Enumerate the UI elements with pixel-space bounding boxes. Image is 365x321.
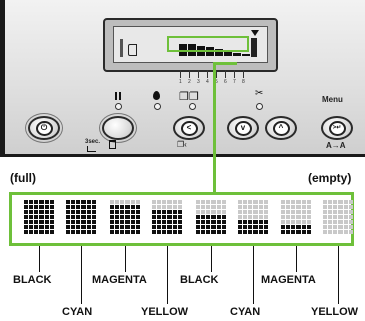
slot-tick — [216, 70, 217, 78]
enter-icon: >↵ — [328, 120, 346, 136]
label-leader — [167, 246, 168, 304]
connector-line-top — [216, 62, 237, 65]
ink-label-5: BLACK — [180, 274, 219, 286]
slot-number: 1 — [179, 79, 182, 85]
ink-label-7: MAGENTA — [261, 274, 316, 286]
label-leader — [253, 246, 254, 304]
label-leader — [125, 246, 126, 272]
pause-icon — [115, 92, 121, 100]
up-button[interactable]: ^ — [265, 116, 297, 140]
pause-led — [115, 103, 122, 110]
ink-level-icon — [152, 200, 182, 234]
paper-source-icon — [128, 44, 137, 56]
slot-number: 2 — [188, 79, 191, 85]
slot-number: 6 — [224, 79, 227, 85]
slot-number: 7 — [233, 79, 236, 85]
label-leader — [39, 246, 40, 272]
label-leader — [338, 246, 339, 304]
slot-tick — [234, 70, 235, 78]
full-label: (full) — [10, 171, 36, 185]
left-arrow-icon: < — [180, 120, 198, 136]
power-icon: ⏻ — [35, 120, 53, 136]
connector-line — [213, 62, 216, 193]
up-arrow-icon: ^ — [272, 120, 290, 136]
label-leader — [296, 246, 297, 272]
slot-tick — [189, 70, 190, 78]
cutter-icon: ✂ — [255, 88, 264, 99]
ink-label-1: BLACK — [13, 274, 52, 286]
power-button-ring — [25, 113, 63, 143]
lcd-ink-slot — [233, 53, 241, 56]
lcd-screen — [113, 26, 268, 63]
slot-tick — [180, 70, 181, 78]
ink-level-icon — [24, 200, 54, 234]
down-arrow-icon: v — [234, 120, 252, 136]
pause-button-ring — [99, 113, 137, 143]
ink-led — [154, 103, 161, 110]
trash-icon — [109, 140, 116, 149]
down-button[interactable]: v — [227, 116, 259, 140]
slot-tick — [225, 70, 226, 78]
lcd-indicator-icon — [120, 39, 123, 57]
slot-tick — [198, 70, 199, 78]
paper-led — [189, 103, 196, 110]
ink-level-icon — [110, 200, 140, 234]
lcd-bar-icon — [251, 38, 257, 57]
label-leader — [81, 246, 82, 304]
ink-label-3: MAGENTA — [92, 274, 147, 286]
ink-level-arrow-icon — [251, 30, 259, 36]
slot-number: 5 — [215, 79, 218, 85]
ink-level-icon — [281, 200, 311, 234]
slot-tick — [207, 70, 208, 78]
slot-number: 8 — [242, 79, 245, 85]
enter-button[interactable]: >↵ — [321, 116, 353, 140]
ink-level-icon — [323, 200, 353, 234]
pause-button[interactable] — [102, 116, 134, 140]
aa-label: A→A — [326, 141, 346, 150]
label-leader — [211, 246, 212, 272]
lcd-display — [103, 18, 278, 72]
ink-label-4: YELLOW — [141, 306, 189, 318]
cutter-led — [256, 103, 263, 110]
slot-number: 3 — [197, 79, 200, 85]
left-button[interactable]: < — [173, 116, 205, 140]
ink-drop-icon — [153, 91, 160, 100]
menu-label: Menu — [322, 95, 343, 104]
cleaning-icon — [87, 146, 96, 152]
ink-label-6: CYAN — [230, 306, 261, 318]
lcd-ink-slot — [242, 54, 250, 56]
lcd-ink-slot — [215, 49, 223, 56]
ink-label-8: YELLOW — [311, 306, 359, 318]
ink-label-2: CYAN — [62, 306, 93, 318]
slot-tick — [243, 70, 244, 78]
power-button[interactable]: ⏻ — [28, 116, 60, 140]
hold-duration-label: 3sec. — [85, 139, 101, 145]
ink-level-icon — [66, 200, 96, 234]
lcd-ink-slot — [224, 51, 232, 56]
ink-level-icon — [196, 200, 226, 234]
ink-level-highlight — [167, 36, 249, 52]
paper-feed-icon: ❐❐ — [179, 91, 199, 103]
slot-number: 4 — [206, 79, 209, 85]
empty-label: (empty) — [308, 171, 352, 185]
ink-level-icon — [238, 200, 268, 234]
paper-back-icon: ❐‹ — [177, 140, 187, 149]
